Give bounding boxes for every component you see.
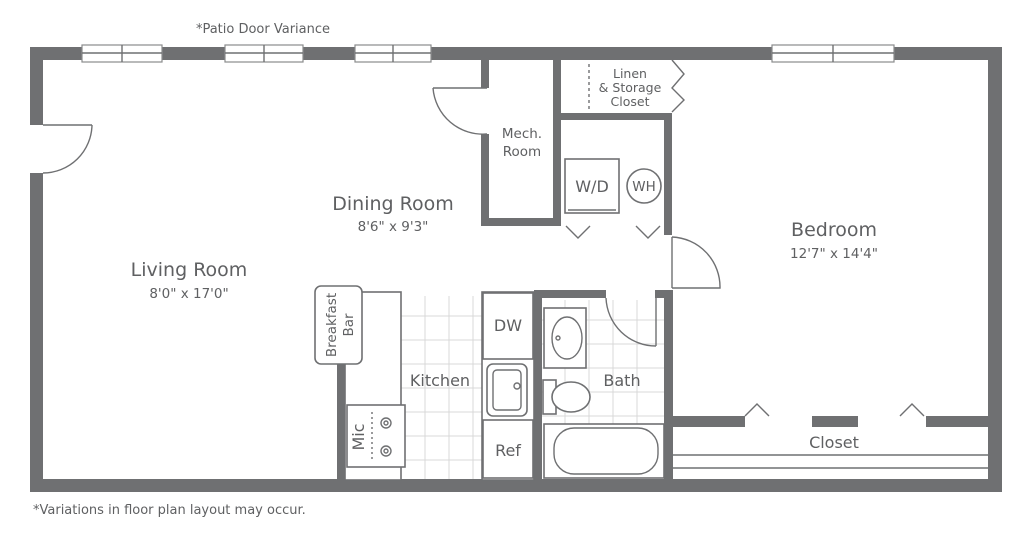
breakfast-bar — [314, 285, 363, 365]
dining-room-dims: 8'6" x 9'3" — [358, 219, 429, 235]
kitchen-sink — [486, 363, 528, 417]
mech-room-label-line1: Mech. — [502, 126, 542, 142]
refrigerator-label: Ref — [495, 441, 521, 460]
living-room-dims: 8'0" x 17'0" — [149, 286, 228, 302]
water-heater-label: WH — [632, 179, 656, 195]
dishwasher — [482, 292, 534, 360]
microwave-range — [346, 404, 406, 468]
dining-room-label: Dining Room — [332, 193, 453, 215]
toilet-bowl — [551, 381, 591, 413]
breakfast-bar-label-line1: Breakfast — [324, 293, 340, 357]
bath-fixtures — [542, 307, 665, 479]
windows — [81, 44, 895, 63]
kitchen-label: Kitchen — [410, 371, 470, 390]
washer-dryer-label: W/D — [575, 177, 609, 196]
interior-walls — [337, 60, 988, 482]
bedroom-label: Bedroom — [791, 219, 877, 241]
closet-rod — [673, 454, 988, 469]
bath-label: Bath — [603, 371, 640, 390]
dishwasher-label: DW — [494, 316, 522, 335]
laundry-fixtures — [564, 158, 662, 214]
mech-room-label-line2: Room — [503, 144, 541, 160]
refrigerator — [482, 419, 534, 479]
living-room-label: Living Room — [131, 259, 248, 281]
closet-label: Closet — [809, 433, 859, 452]
linen-closet-label-line2: & Storage — [599, 80, 662, 95]
bedroom-dims: 12'7" x 14'4" — [790, 246, 878, 262]
vanity — [543, 307, 587, 369]
kitchen-tile-floor — [401, 296, 482, 480]
variation-footnote: *Variations in floor plan layout may occ… — [33, 503, 306, 518]
door-swings — [42, 59, 925, 417]
washer-dryer — [564, 158, 620, 214]
kitchen-fixtures — [314, 285, 535, 481]
linen-closet-label-line3: Closet — [611, 94, 650, 109]
water-heater — [626, 168, 662, 204]
linen-closet-label-line1: Linen — [613, 66, 647, 81]
microwave-label: Mic — [349, 423, 368, 450]
breakfast-bar-label-line2: Bar — [341, 313, 357, 337]
bathtub — [543, 423, 665, 479]
patio-door-note: *Patio Door Variance — [196, 22, 330, 37]
